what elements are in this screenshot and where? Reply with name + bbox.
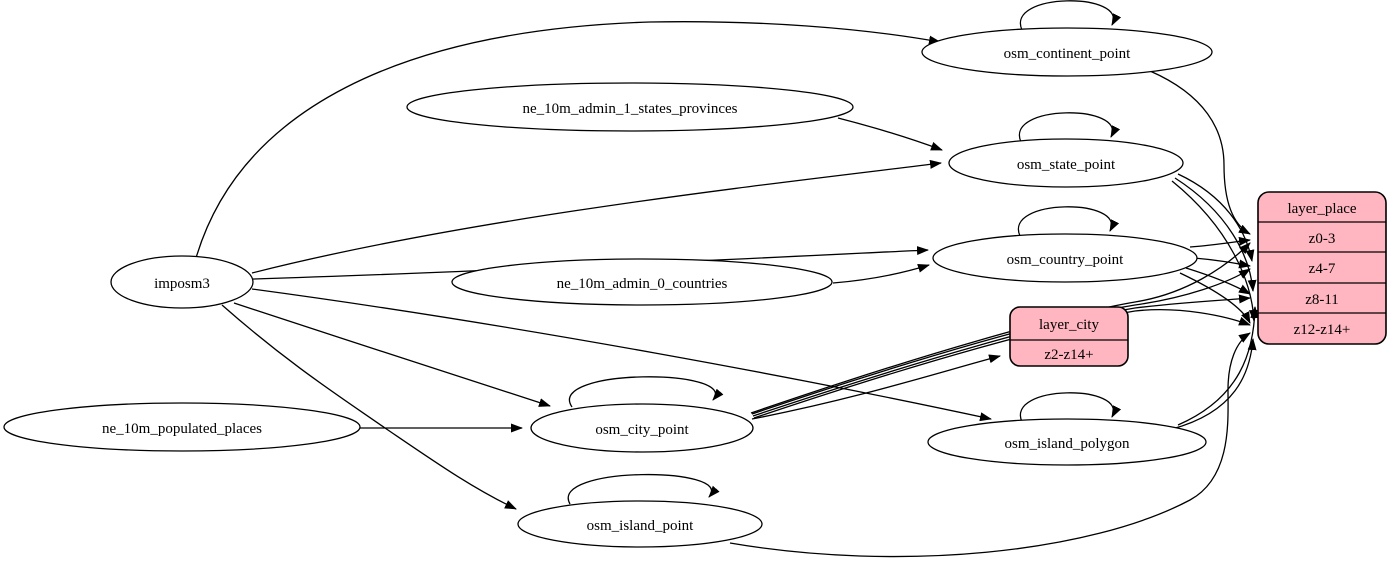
edge-imposm3-osm_state_point <box>251 159 942 274</box>
edge-imposm3-osm_island_polygon <box>251 288 992 422</box>
edge-osm_state_point-layer_place-z8-11 <box>1174 177 1257 292</box>
self-loop-osm_city_point <box>568 376 724 408</box>
node-imposm3-label: imposm3 <box>154 276 210 292</box>
table-layer_place-row-z8-11: z8-11 <box>1305 292 1339 308</box>
node-osm_country_point: osm_country_point <box>932 233 1198 283</box>
node-ne_10m_admin_1_states_provinces-label: ne_10m_admin_1_states_provinces <box>523 101 738 117</box>
table-layer_city-row-z2-z14: z2-z14+ <box>1044 347 1093 363</box>
node-imposm3-shape <box>110 255 254 309</box>
edge-osm_country_point-layer_place-z0-3 <box>1189 236 1251 248</box>
node-ne_10m_admin_1_states_provinces-shape <box>406 82 854 132</box>
node-osm_state_point-label: osm_state_point <box>1017 157 1116 173</box>
node-osm_city_point: osm_city_point <box>530 403 754 453</box>
node-osm_continent_point-label: osm_continent_point <box>1004 46 1131 62</box>
edge-imposm3-osm_city_point <box>233 302 551 407</box>
edge-osm_island_point-layer_place-z12-z14 <box>729 332 1251 558</box>
self-loop-osm_continent_point <box>1019 0 1122 31</box>
edge-ne_10m_admin_1_states_provinces-osm_state_point <box>837 117 943 151</box>
node-osm_island_polygon-shape <box>927 418 1207 466</box>
node-osm_continent_point: osm_continent_point <box>921 27 1213 77</box>
table-layer_place-box <box>1257 191 1387 345</box>
table-layer_city-box <box>1009 306 1129 367</box>
table-layer_place-row-z0-3: z0-3 <box>1309 231 1336 247</box>
table-layer_place: layer_place z0-3 z4-7 z8-11 z12-z14+ <box>1257 191 1387 345</box>
table-layer_city-title: layer_city <box>1039 317 1099 333</box>
node-ne_10m_admin_1_states_provinces: ne_10m_admin_1_states_provinces <box>406 82 854 132</box>
node-ne_10m_admin_0_countries-label: ne_10m_admin_0_countries <box>557 276 728 292</box>
edge-osm_city_point-layer_city-z2-z14 <box>751 354 1001 420</box>
self-loop-osm_state_point <box>1018 112 1121 143</box>
node-osm_country_point-shape <box>932 233 1198 283</box>
edge-osm_country_point-layer_place-z4-7 <box>1193 257 1251 269</box>
table-layer_place-row-z4-7: z4-7 <box>1309 261 1336 277</box>
edge-osm_continent_point-layer_place-z0-3 <box>1149 70 1251 235</box>
node-osm_island_polygon-label: osm_island_polygon <box>1004 436 1130 452</box>
node-ne_10m_admin_0_countries-shape <box>451 258 833 306</box>
self-loop-osm_island_polygon <box>1019 392 1122 423</box>
node-osm_state_point-shape <box>948 138 1184 188</box>
node-osm_city_point-shape <box>530 403 754 453</box>
edge-osm_city_point-layer_place-z8-11 <box>752 294 1251 417</box>
edge-osm_island_polygon-layer_place-z8-11 <box>1177 306 1260 426</box>
edge-osm_island_polygon-layer_place-z12-z14 <box>1171 338 1257 430</box>
nodes: imposm3 ne_10m_admin_1_states_provinces … <box>3 27 1213 548</box>
node-osm_country_point-label: osm_country_point <box>1007 252 1124 268</box>
table-layer_place-title: layer_place <box>1287 201 1356 217</box>
table-layer_city: layer_city z2-z14+ <box>1009 306 1129 367</box>
self-loop-osm_country_point <box>1017 206 1120 237</box>
node-osm_city_point-label: osm_city_point <box>595 422 689 438</box>
edge-ne_10m_admin_0_countries-osm_country_point <box>832 263 930 284</box>
node-ne_10m_populated_places: ne_10m_populated_places <box>3 402 361 452</box>
node-imposm3: imposm3 <box>110 255 254 309</box>
node-osm_island_point-shape <box>517 500 763 548</box>
node-ne_10m_populated_places-label: ne_10m_populated_places <box>102 421 262 437</box>
node-ne_10m_populated_places-shape <box>3 402 361 452</box>
edge-imposm3-osm_continent_point <box>195 21 941 259</box>
table-layer_place-row-z12-z14: z12-z14+ <box>1294 322 1351 338</box>
node-osm_island_polygon: osm_island_polygon <box>927 418 1207 466</box>
edge-osm_country_point-layer_place-z8-11 <box>1185 267 1251 295</box>
node-osm_continent_point-shape <box>921 27 1213 77</box>
node-osm_island_point: osm_island_point <box>517 500 763 548</box>
self-loop-osm_island_point <box>567 473 720 505</box>
node-ne_10m_admin_0_countries: ne_10m_admin_0_countries <box>451 258 833 306</box>
node-osm_state_point: osm_state_point <box>948 138 1184 188</box>
node-osm_island_point-label: osm_island_point <box>587 518 695 534</box>
